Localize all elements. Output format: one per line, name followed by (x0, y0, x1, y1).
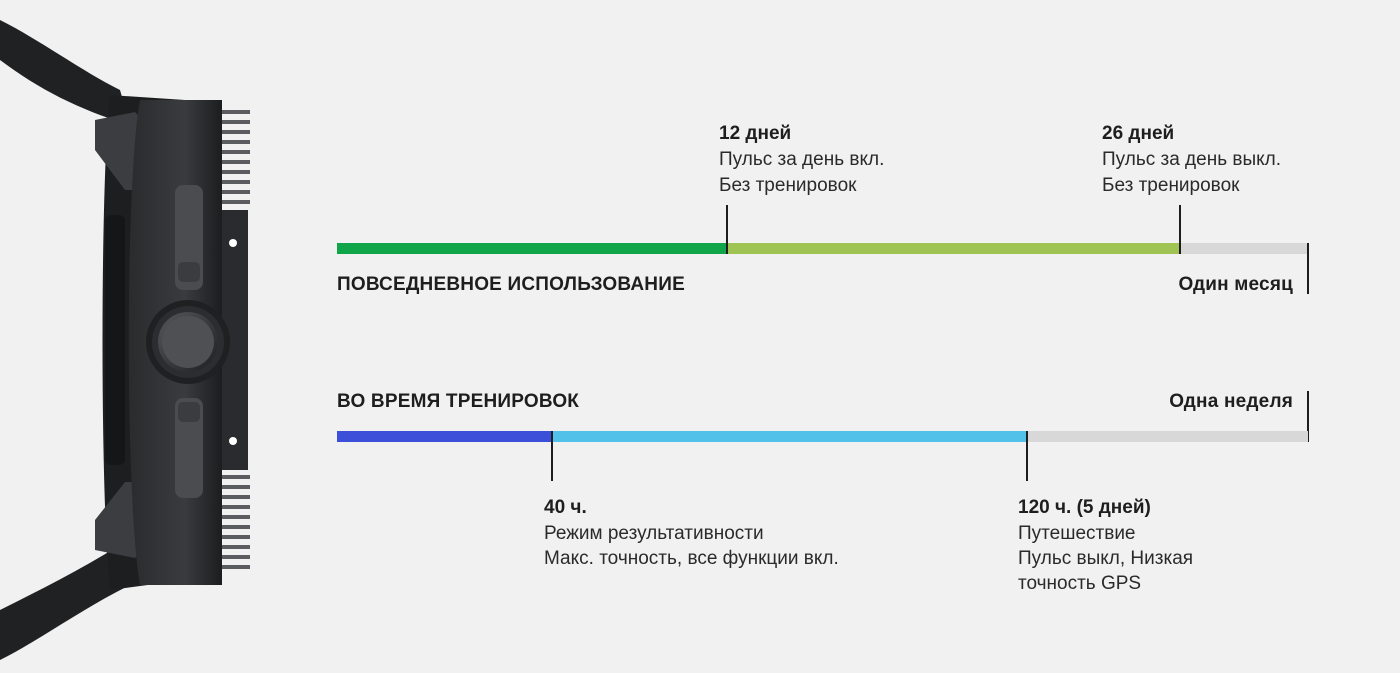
training-marker-2-line3: точность GPS (1018, 573, 1142, 594)
training-marker-1-line2: Макс. точность, все функции вкл. (544, 548, 839, 569)
training-bar-segment-1 (337, 431, 553, 442)
training-marker-1-tick (551, 431, 553, 481)
daily-marker-2-tick (1179, 205, 1181, 254)
daily-marker-2-line2: Без тренировок (1102, 175, 1240, 196)
training-bar-segment-2 (553, 431, 1028, 442)
training-end-tick (1307, 391, 1309, 442)
training-marker-2-line2: Пульс выкл, Низкая (1018, 548, 1194, 569)
training-end-label: Одна неделя (1169, 391, 1293, 412)
training-marker-2-tick (1026, 431, 1028, 481)
training-marker-1-title: 40 ч. (544, 497, 587, 518)
training-marker-1-line1: Режим результативности (544, 523, 764, 544)
daily-marker-2-line1: Пульс за день выкл. (1102, 149, 1282, 170)
training-marker-2-line1: Путешествие (1018, 523, 1136, 544)
daily-marker-1-line1: Пульс за день вкл. (719, 149, 885, 170)
watch-side-view-icon (0, 20, 250, 660)
training-marker-2-title: 120 ч. (5 дней) (1018, 497, 1151, 518)
training-bar-remaining (1028, 431, 1308, 442)
daily-bar-segment-1 (337, 243, 727, 254)
daily-marker-1-line2: Без тренировок (719, 175, 857, 196)
daily-marker-1-title: 12 дней (719, 123, 792, 144)
daily-end-tick (1307, 243, 1309, 294)
daily-marker-2-title: 26 дней (1102, 123, 1175, 144)
daily-marker-1-tick (726, 205, 728, 254)
training-heading: ВО ВРЕМЯ ТРЕНИРОВОК (337, 391, 580, 412)
daily-end-label: Один месяц (1178, 274, 1293, 295)
daily-heading: ПОВСЕДНЕВНОЕ ИСПОЛЬЗОВАНИЕ (337, 274, 685, 295)
daily-bar-segment-2 (727, 243, 1181, 254)
daily-bar-remaining (1181, 243, 1308, 254)
